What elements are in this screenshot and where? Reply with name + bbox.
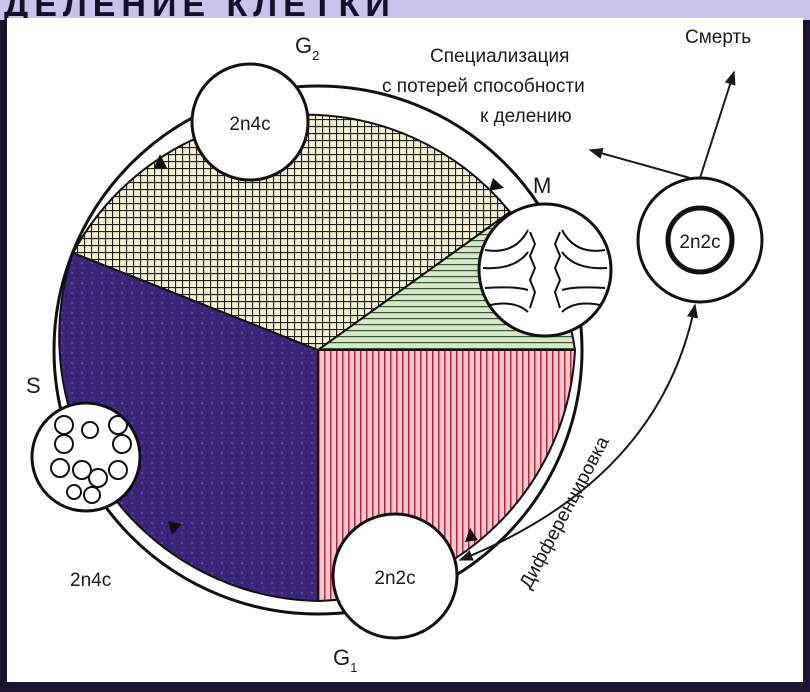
cell-cycle-diagram: 2n4c G2 M [7, 18, 803, 682]
differentiated-ploidy-label: 2n2c [679, 232, 720, 253]
m-cell [479, 204, 611, 336]
g1-ploidy-label: 2n2c [374, 568, 415, 589]
title-banner: ДЕЛЕНИЕ КЛЕТКИ [0, 0, 810, 20]
specialization-line-2: с потерей способности [382, 76, 585, 97]
g2-cell: 2n4c [192, 64, 308, 180]
death-label: Смерть [685, 27, 751, 48]
cycle-disc [54, 86, 582, 614]
s-ploidy-label: 2n4c [70, 570, 111, 591]
specialization-line-1: Специализация [430, 46, 569, 67]
s-phase-label: S [26, 373, 41, 398]
g2-ploidy-label: 2n4c [229, 114, 270, 135]
g2-phase-label: G2 [295, 33, 319, 63]
differentiated-cell: 2n2c [638, 178, 762, 302]
s-cell [32, 403, 140, 511]
g1-cell: 2n2c [333, 514, 457, 638]
g1-phase-label: G1 [333, 645, 357, 675]
m-phase-label: M [533, 173, 551, 198]
cycle-arrow-m [489, 178, 504, 191]
diagram-canvas: 2n4c G2 M [7, 18, 803, 682]
arrow-to-death [700, 72, 734, 178]
specialization-line-3: к делению [480, 106, 572, 127]
title-text: ДЕЛЕНИЕ КЛЕТКИ [4, 0, 396, 20]
arrow-to-specialization [590, 150, 690, 178]
